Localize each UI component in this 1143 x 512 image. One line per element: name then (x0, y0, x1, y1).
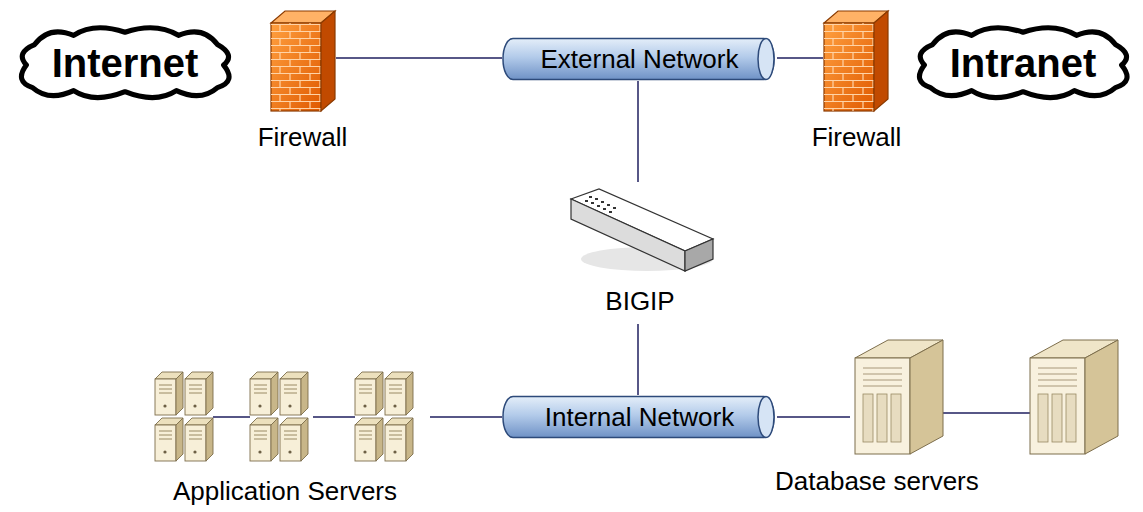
node-label: Firewall (242, 122, 363, 152)
load-balancer-node: BIGIP (557, 182, 723, 324)
cloud-label: Internet (52, 40, 199, 86)
firewall-icon (270, 10, 336, 112)
network-link (430, 416, 502, 418)
network-segment: External Network (502, 37, 777, 81)
network-link (777, 416, 850, 418)
node-label: Database servers (775, 466, 1143, 496)
node-label: BIGIP (557, 286, 723, 316)
load-balancer-icon (565, 185, 715, 277)
firewall-icon (823, 10, 889, 112)
network-link (777, 57, 823, 59)
cloud-node: Internet (12, 22, 238, 104)
network-link (336, 57, 502, 59)
network-link (637, 81, 639, 182)
database-server-icon (850, 336, 1135, 456)
network-label: External Network (541, 44, 739, 74)
server-group-icon (150, 370, 430, 470)
cloud-node: Intranet (910, 22, 1136, 104)
cloud-label: Intranet (950, 40, 1097, 86)
node-label: Firewall (796, 122, 917, 152)
firewall-node: Firewall (242, 8, 363, 158)
network-link (637, 324, 639, 395)
network-label: Internal Network (545, 402, 734, 432)
node-label: Application Servers (137, 476, 433, 506)
server-group-node: Application Servers (137, 368, 433, 510)
firewall-node: Firewall (796, 8, 917, 158)
network-segment: Internal Network (502, 395, 777, 439)
database-node: Database servers (775, 336, 1143, 500)
